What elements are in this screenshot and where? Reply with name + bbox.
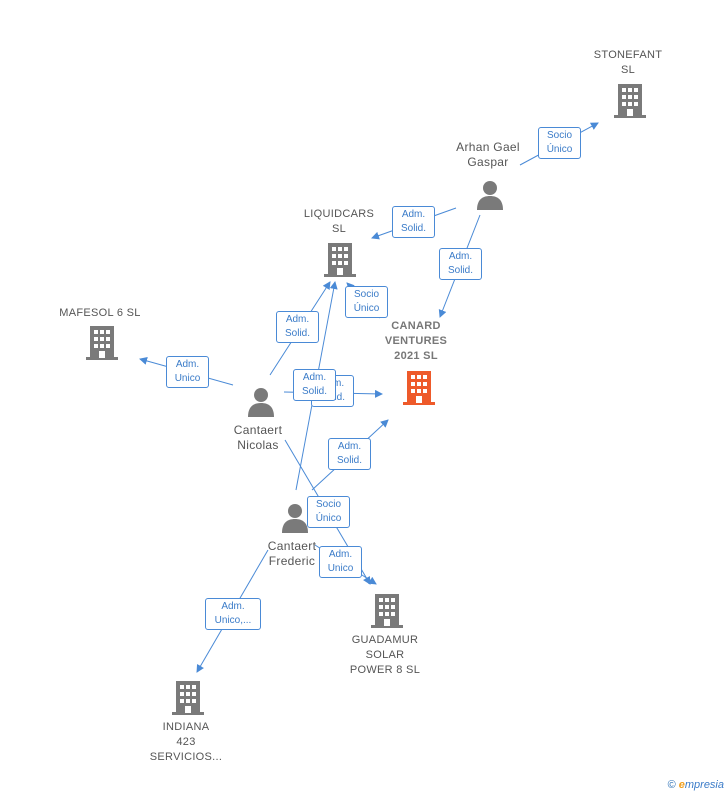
relation-label-arhan-liquidcars[interactable]: Adm. Solid. <box>392 206 435 238</box>
person-icon-arhan[interactable] <box>476 180 504 215</box>
relation-label-arhan-stonefant[interactable]: Socio Único <box>538 127 581 159</box>
building-icon-canard[interactable] <box>403 371 435 410</box>
relation-label-arhan-canard[interactable]: Adm. Solid. <box>439 248 482 280</box>
building-icon-liquidcars[interactable] <box>324 243 356 282</box>
company-name-indiana[interactable]: INDIANA 423 SERVICIOS... <box>149 721 223 763</box>
relation-label-nicolas-mafesol[interactable]: Adm. Unico <box>166 356 209 388</box>
building-icon-stonefant[interactable] <box>614 84 646 123</box>
empresia-logo-text: mpresia <box>684 779 724 791</box>
company-name-liquidcars[interactable]: LIQUIDCARS SL <box>303 208 375 235</box>
copyright-symbol: © <box>667 779 676 791</box>
relation-label-frederic-canard[interactable]: Adm. Solid. <box>328 438 371 470</box>
relation-label-frederic-liquidcars[interactable]: Adm. Solid. <box>293 369 336 401</box>
empresia-logo-initial: e <box>678 779 685 791</box>
company-name-mafesol[interactable]: MAFESOL 6 SL <box>59 307 141 319</box>
person-name-nicolas[interactable]: Cantaert Nicolas <box>233 423 283 452</box>
footer-brand[interactable]: © empresia <box>668 779 724 791</box>
relation-label-nicolas-guadamur[interactable]: Socio Único <box>307 496 350 528</box>
company-name-canard[interactable]: CANARD VENTURES 2021 SL <box>384 320 448 362</box>
company-name-stonefant[interactable]: STONEFANT SL <box>593 49 663 76</box>
relation-label-canard-liquidcars[interactable]: Socio Único <box>345 286 388 318</box>
relation-label-frederic-indiana[interactable]: Adm. Unico,... <box>205 598 261 630</box>
person-name-frederic[interactable]: Cantaert Frederic <box>267 539 317 568</box>
company-name-guadamur[interactable]: GUADAMUR SOLAR POWER 8 SL <box>349 634 421 676</box>
building-icon-mafesol[interactable] <box>86 326 118 365</box>
relation-label-frederic-guadamur[interactable]: Adm. Unico <box>319 546 362 578</box>
building-icon-guadamur[interactable] <box>371 594 403 633</box>
person-icon-frederic[interactable] <box>281 503 309 538</box>
person-icon-nicolas[interactable] <box>247 387 275 422</box>
building-icon-indiana[interactable] <box>172 681 204 720</box>
person-name-arhan[interactable]: Arhan Gael Gaspar <box>456 140 520 169</box>
relation-label-nicolas-liquidcars[interactable]: Adm. Solid. <box>276 311 319 343</box>
